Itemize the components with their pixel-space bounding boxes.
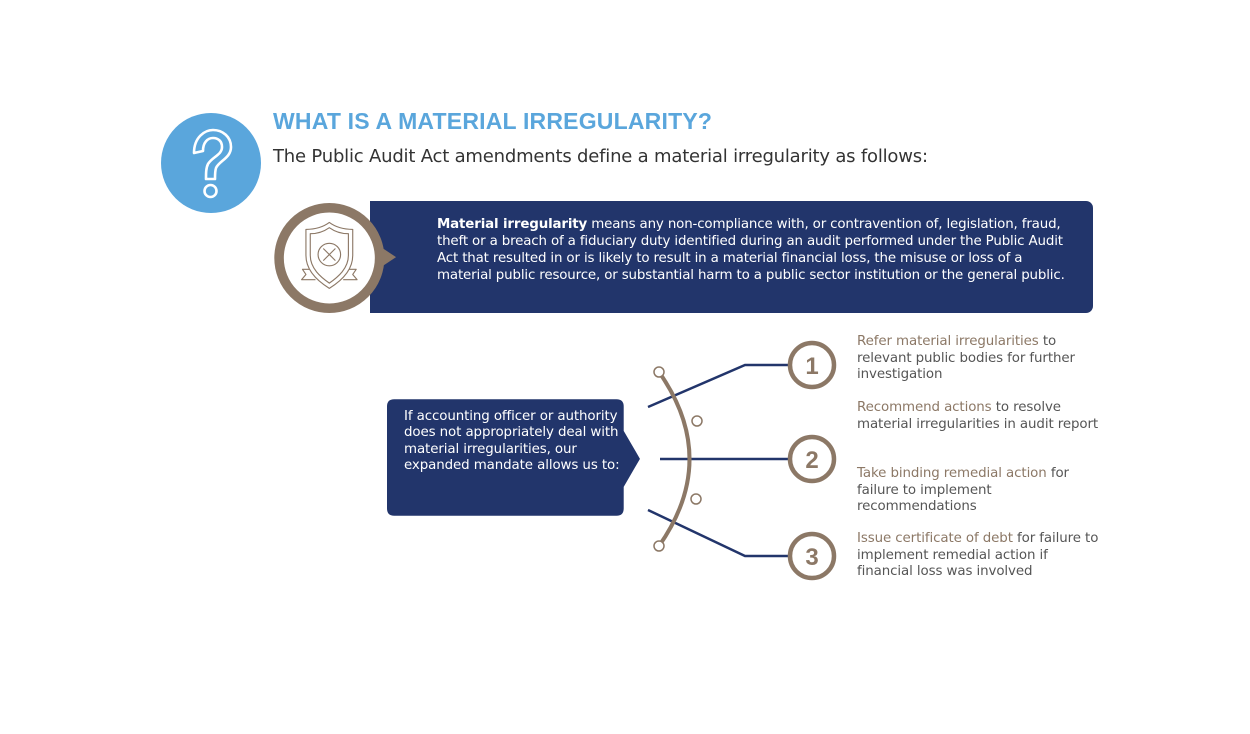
definition-term: Material irregularity bbox=[437, 217, 588, 232]
definition-box bbox=[370, 201, 1093, 313]
arc-node bbox=[690, 493, 702, 505]
connector-line-1 bbox=[647, 363, 790, 409]
arc-node bbox=[691, 415, 703, 427]
step-1-badge: 1 bbox=[787, 340, 837, 390]
step-1-number: 1 bbox=[805, 353, 818, 380]
action-highlight: Take binding remedial action bbox=[857, 466, 1047, 481]
action-rest: for failure to implement remedial action… bbox=[857, 531, 1099, 580]
step-3-badge: 3 bbox=[787, 531, 837, 581]
question-circle bbox=[161, 113, 261, 213]
step-2-number: 2 bbox=[805, 447, 818, 474]
action-remedial: Take binding remedial action for failure… bbox=[857, 466, 1102, 516]
action-highlight: Recommend actions bbox=[857, 400, 992, 415]
action-rest: for failure to implement recommendations bbox=[857, 466, 1069, 515]
connector-line-3 bbox=[647, 508, 790, 558]
step-2-badge: 2 bbox=[787, 434, 837, 484]
action-highlight: Refer material irregularities bbox=[857, 334, 1039, 349]
arc-node bbox=[653, 366, 665, 378]
action-refer: Refer material irregularities to relevan… bbox=[857, 334, 1102, 384]
page-title: WHAT IS A MATERIAL IRREGULARITY? bbox=[273, 108, 713, 134]
action-rest: to resolve material irregularities in au… bbox=[857, 400, 1099, 432]
shield-badge bbox=[274, 202, 397, 314]
mandate-text: If accounting officer or authority does … bbox=[404, 409, 620, 473]
action-certificate: Issue certificate of debt for failure to… bbox=[857, 531, 1102, 581]
action-highlight: Issue certificate of debt bbox=[857, 531, 1013, 546]
arc-node bbox=[653, 540, 665, 552]
action-recommend: Recommend actions to resolve material ir… bbox=[857, 400, 1102, 433]
arc bbox=[657, 370, 692, 548]
shield-x-icon bbox=[301, 221, 358, 289]
definition-body: means any non-compliance with, or contra… bbox=[437, 217, 1065, 283]
question-mark-icon bbox=[192, 128, 233, 199]
definition-text: Material irregularity means any non-comp… bbox=[437, 216, 1077, 284]
step-3-number: 3 bbox=[805, 544, 818, 571]
mandate-box bbox=[387, 399, 640, 516]
page-subtitle: The Public Audit Act amendments define a… bbox=[273, 146, 928, 167]
connector-diagram: 1 2 3 bbox=[647, 340, 837, 581]
action-rest: to relevant public bodies for further in… bbox=[857, 334, 1075, 383]
